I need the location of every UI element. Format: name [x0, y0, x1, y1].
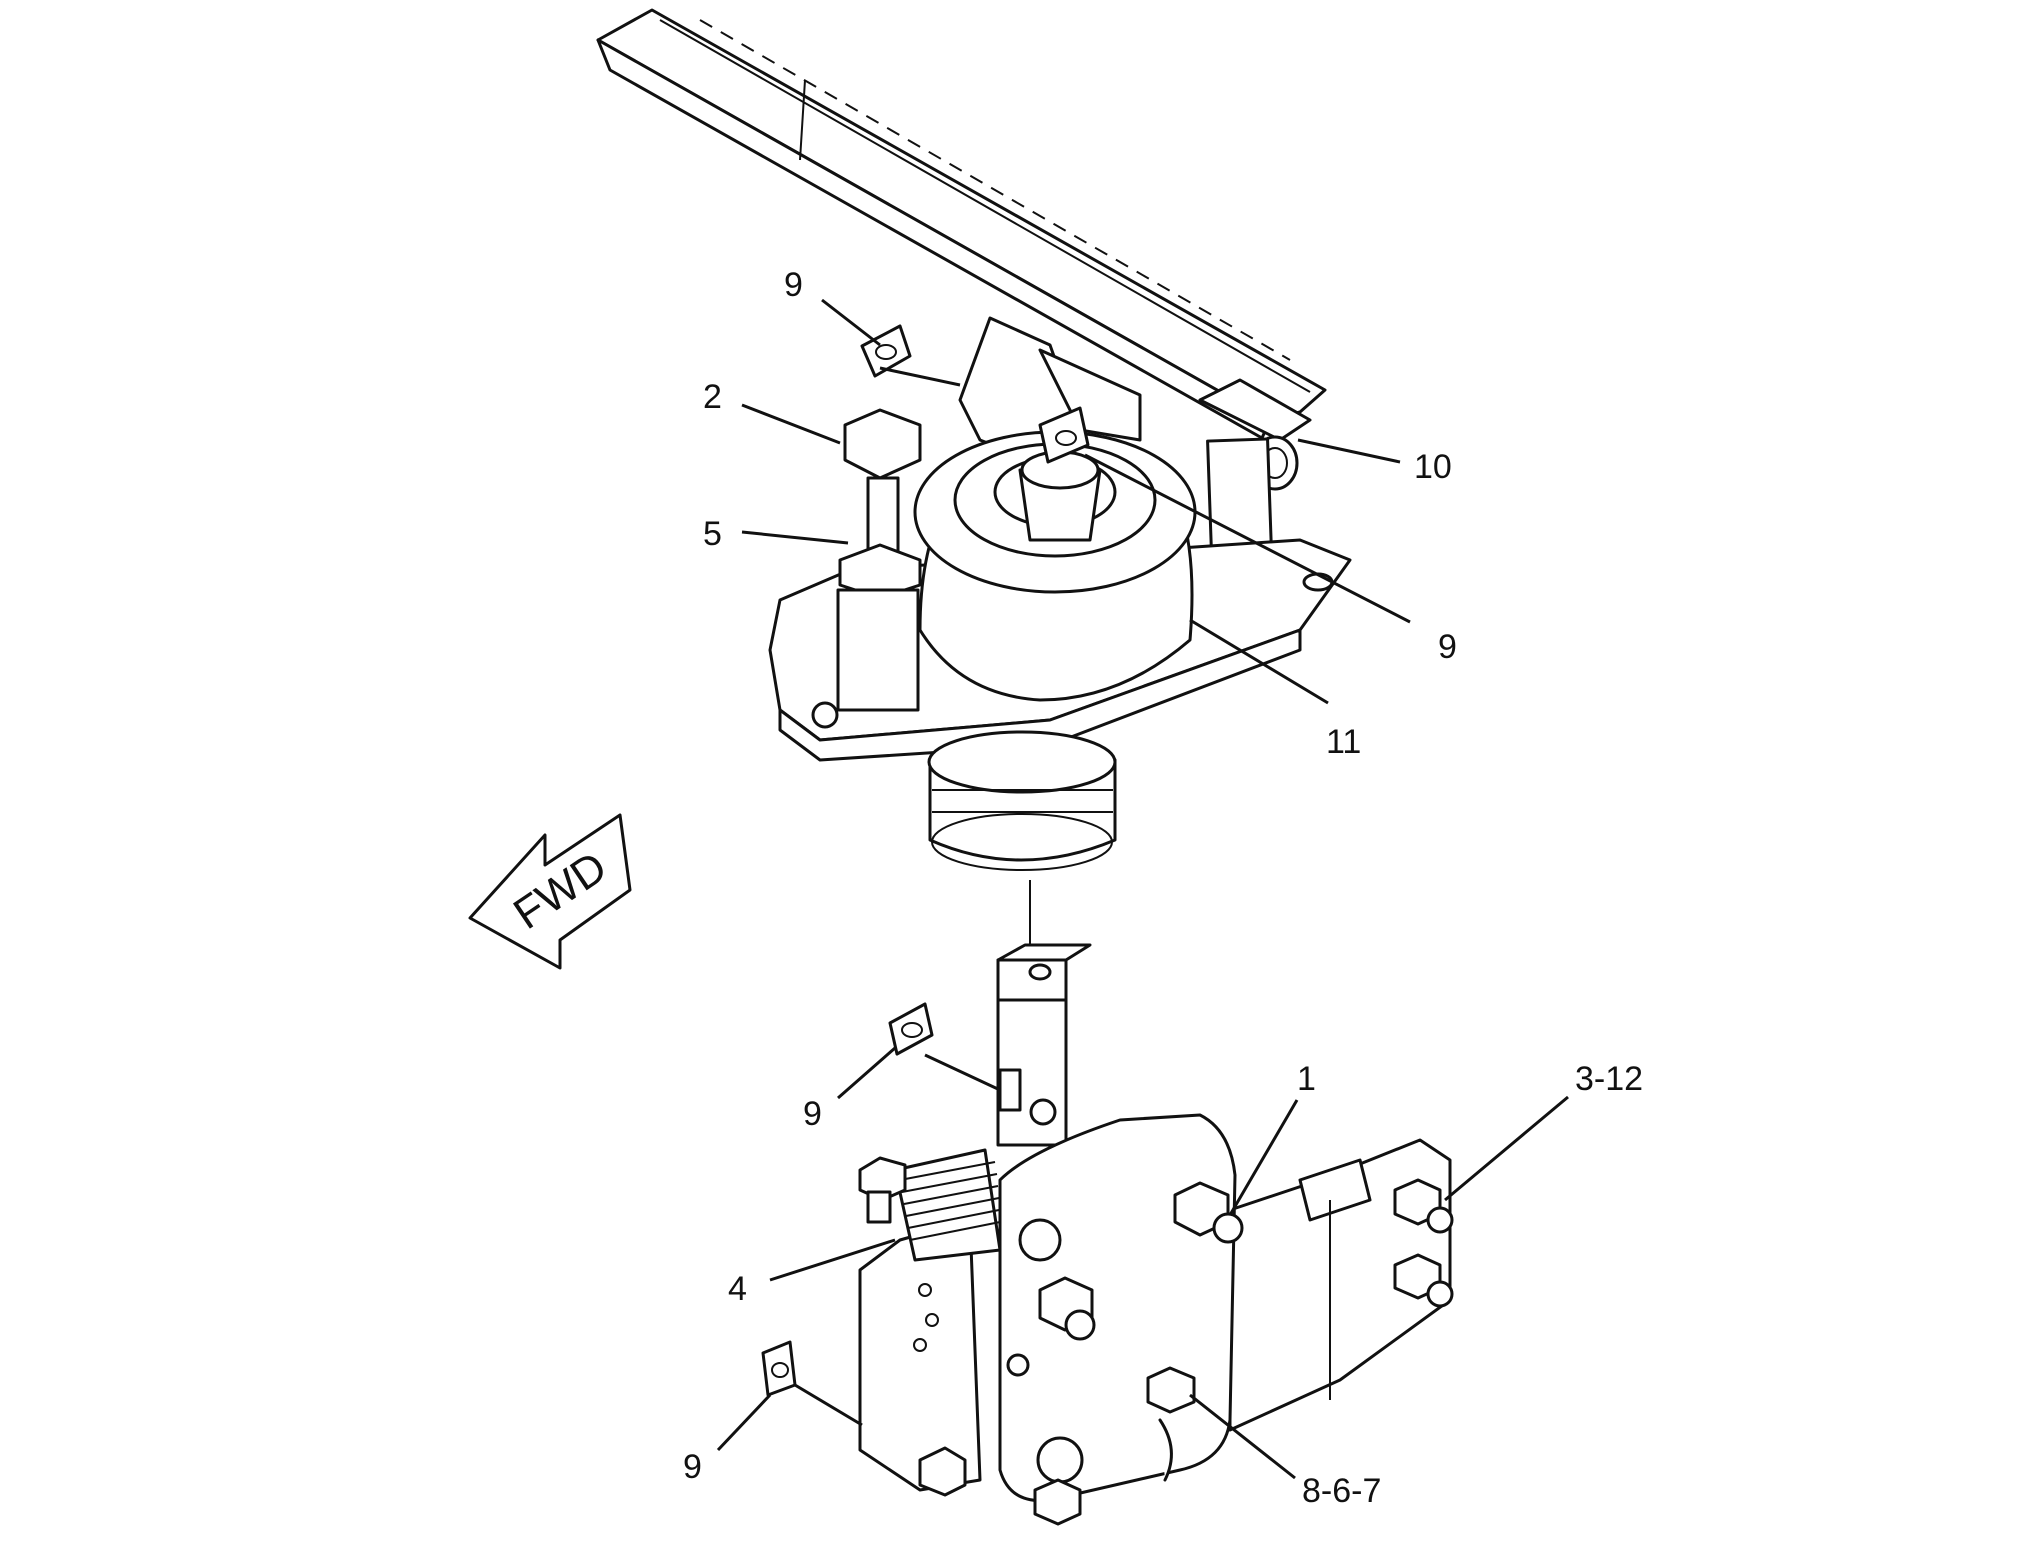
spring-housing-boot	[913, 430, 1197, 702]
callout-labels: 9 2 5 10 9 11 9 1 3-12 4 9 8-6-7	[683, 266, 1643, 1510]
bracket-bolts	[1393, 1178, 1454, 1308]
pedal-plate	[596, 8, 1327, 440]
plate-bolts	[918, 1181, 1244, 1526]
cotter-pin-mid	[888, 1002, 934, 1056]
cotter-pin-top	[860, 324, 912, 378]
connecting-rod	[996, 880, 1092, 1147]
callout-3-12: 3-12	[1575, 1060, 1643, 1098]
return-spring	[858, 1148, 1002, 1262]
callout-9-mid: 9	[803, 1095, 822, 1133]
callout-5: 5	[703, 515, 722, 553]
callout-9-top: 9	[784, 266, 803, 304]
fwd-direction-arrow: FWD	[468, 813, 632, 970]
lower-bushing	[927, 730, 1117, 871]
stop-bolt	[836, 408, 922, 712]
cotter-pin-bottom	[761, 1340, 797, 1397]
callout-2: 2	[703, 378, 722, 416]
callout-10: 10	[1414, 448, 1452, 486]
callout-4: 4	[728, 1270, 747, 1308]
cotter-pin-right	[1038, 406, 1090, 464]
side-plate	[858, 1218, 982, 1492]
pivot-plate-main	[998, 1113, 1237, 1503]
callout-9-bottom: 9	[683, 1448, 702, 1486]
callout-1: 1	[1297, 1060, 1316, 1098]
callout-11: 11	[1326, 723, 1361, 761]
leader-lines	[716, 298, 1569, 1480]
callout-9-right: 9	[1438, 628, 1457, 666]
callout-8-6-7: 8-6-7	[1302, 1472, 1381, 1510]
